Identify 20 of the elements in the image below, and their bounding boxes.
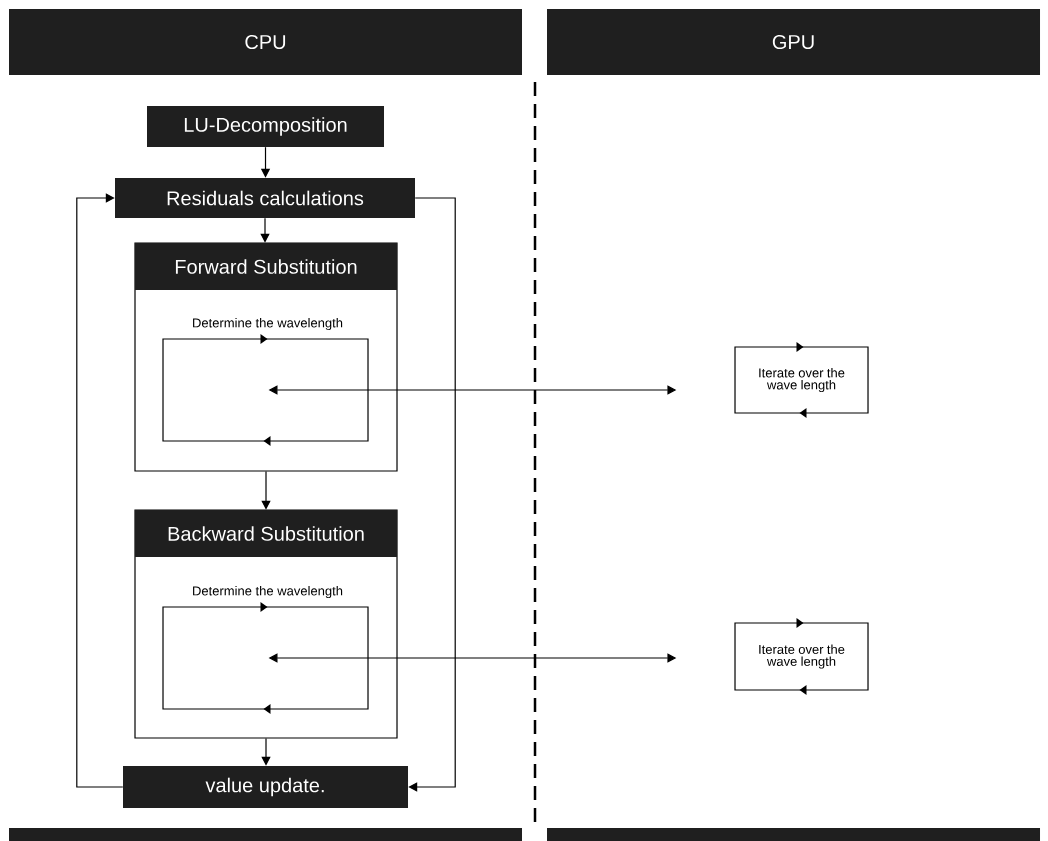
arrow: [408, 197, 456, 792]
process-box: value update.: [123, 766, 408, 808]
process-box: Forward Substitution: [135, 243, 397, 290]
process-panel: [134, 509, 398, 739]
header-band: CPU: [9, 9, 522, 75]
node-label: Determine the wavelength: [193, 585, 343, 599]
arrow: [260, 217, 270, 243]
process-panel: [134, 242, 398, 472]
loop-box: Iterate over the wave length: [734, 342, 869, 418]
node-label: Determine the wavelength: [193, 317, 343, 331]
arrow: [261, 471, 271, 510]
header-band: GPU: [547, 9, 1040, 75]
process-box: LU-Decomposition: [147, 106, 384, 147]
arrow: [76, 193, 124, 788]
process-box: Residuals calculations: [115, 178, 415, 218]
loop-box: Determine the wavelength: [162, 317, 369, 446]
loop-box: Determine the wavelength: [162, 585, 369, 714]
arrow: [261, 738, 271, 766]
process-box: Backward Substitution: [135, 510, 397, 557]
loop-box: Iterate over the wave length: [734, 618, 869, 695]
